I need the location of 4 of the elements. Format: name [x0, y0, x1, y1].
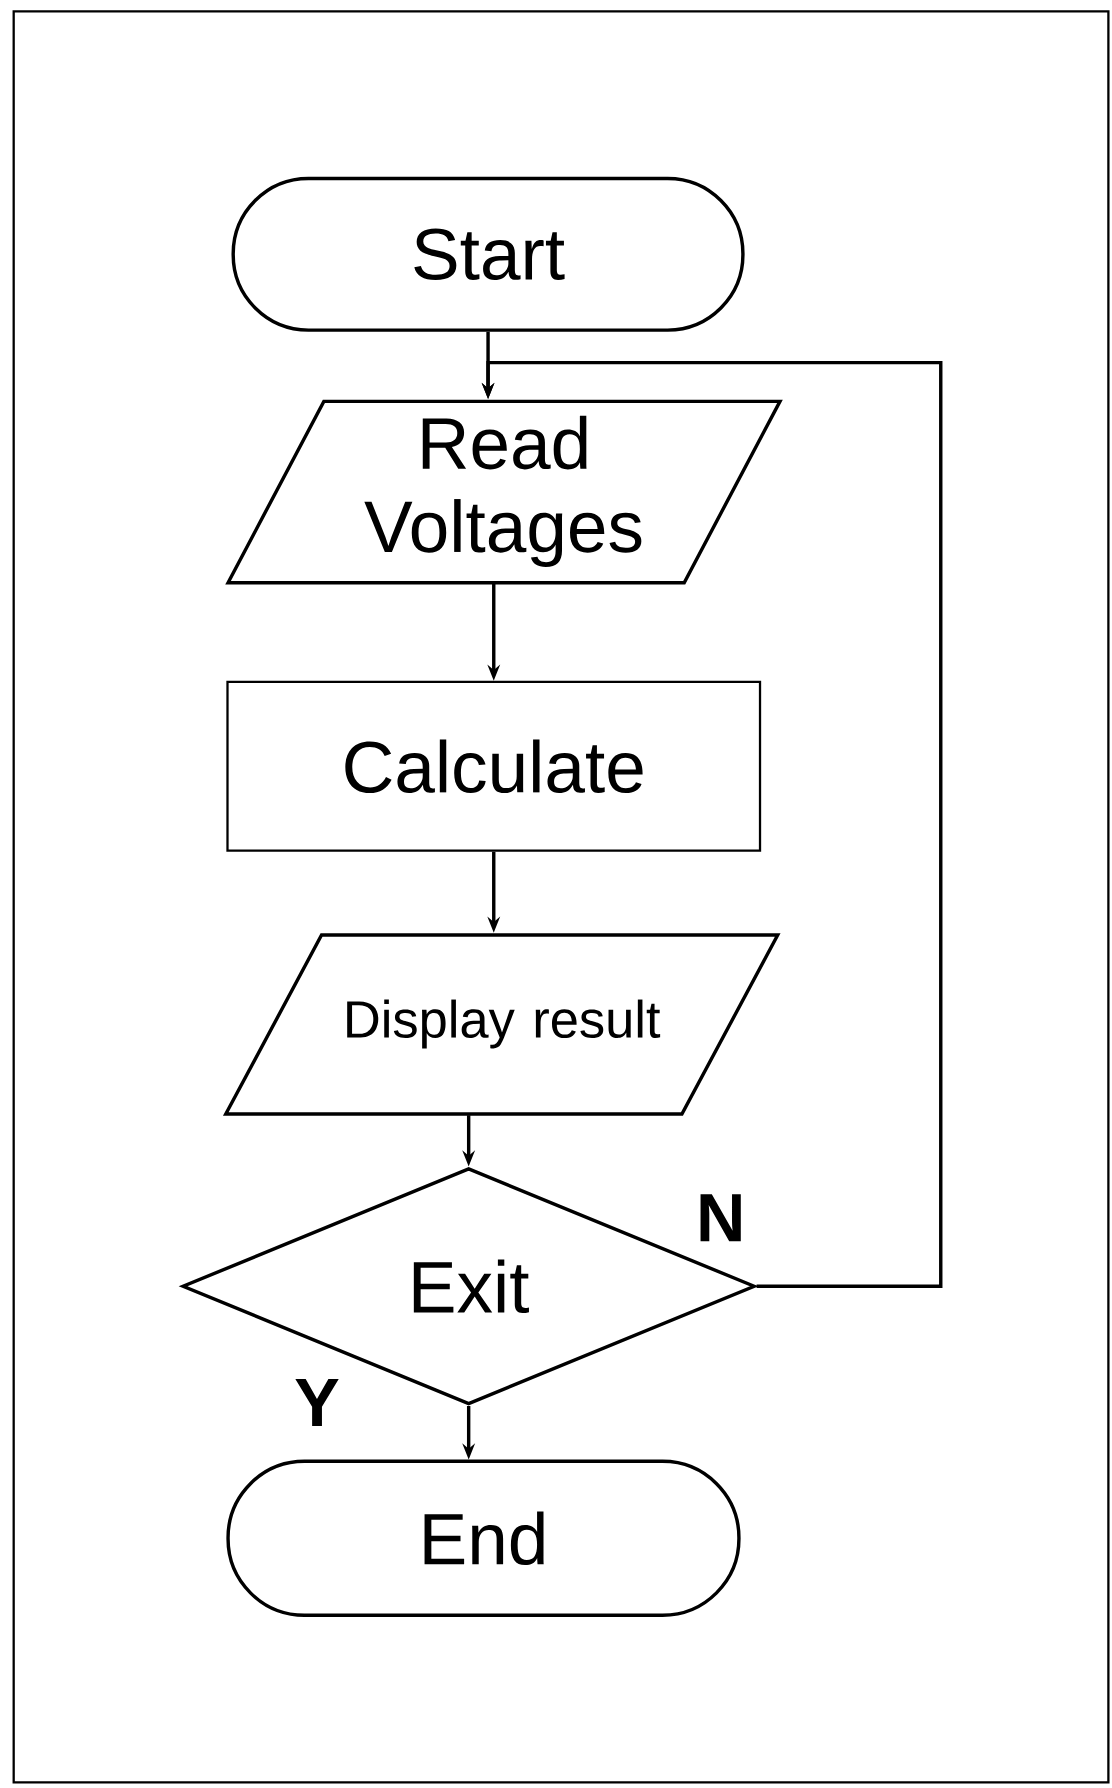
edge-label: N [693, 1192, 748, 1244]
terminal-box: Start [231, 176, 745, 332]
terminal-box: End [226, 1459, 741, 1617]
process-box: Calculate [226, 680, 762, 852]
